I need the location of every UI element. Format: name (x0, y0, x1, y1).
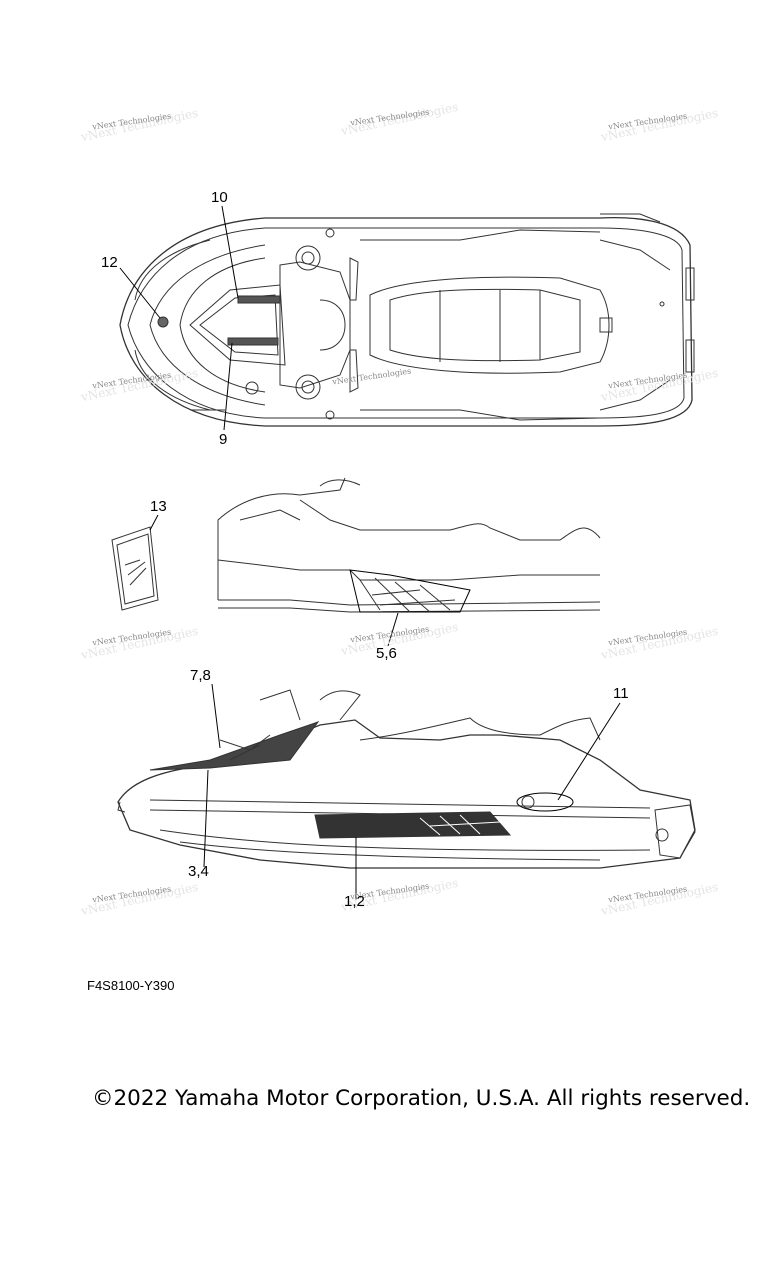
callout-7-8: 7,8 (190, 667, 211, 684)
decal-sheet-13 (111, 514, 159, 611)
callout-10: 10 (211, 189, 228, 206)
top-view-leader-lines (119, 205, 239, 431)
callout-11: 11 (613, 685, 629, 702)
callout-5-6: 5,6 (376, 645, 397, 662)
side-view-partial (217, 477, 601, 647)
side-view-leader-lines (203, 683, 621, 900)
top-view-watercraft (119, 213, 695, 427)
callout-13: 13 (150, 498, 167, 515)
callout-12: 12 (101, 254, 118, 271)
callout-9: 9 (219, 431, 228, 448)
decal-diagram (111, 205, 696, 900)
callout-3-4: 3,4 (188, 863, 209, 880)
copyright-notice: ©2022 Yamaha Motor Corporation, U.S.A. A… (92, 1086, 751, 1111)
side-view-full (117, 689, 696, 869)
drawing-code: F4S8100-Y390 (87, 978, 175, 993)
callout-1-2: 1,2 (344, 893, 365, 910)
